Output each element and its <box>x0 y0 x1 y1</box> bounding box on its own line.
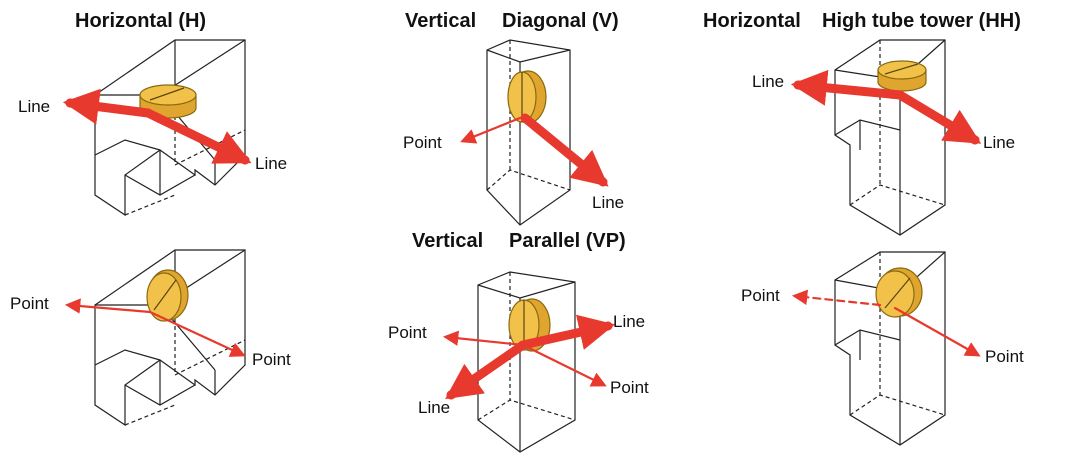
title-horizontal-word: Horizontal <box>703 10 801 32</box>
vp-arrow-right-top <box>518 314 616 350</box>
h-bottom-arrow-right <box>148 310 246 357</box>
label-h-top-right: Line <box>255 154 288 173</box>
h-top-arrow-left <box>62 88 153 125</box>
v-block <box>486 39 571 226</box>
label-hh-top-left: Line <box>752 72 785 91</box>
vp-arrow-right-bottom <box>521 343 607 387</box>
h-bottom-lens <box>146 269 189 322</box>
hh-bottom-arrow-right <box>893 306 981 357</box>
label-v-right: Line <box>592 193 625 212</box>
hh-top-arrow-right <box>895 90 982 145</box>
v-lens <box>507 70 547 124</box>
v-arrow-right <box>520 113 609 187</box>
title-parallel-vp: Parallel (VP) <box>509 230 626 252</box>
title-vertical-word: Vertical <box>405 10 477 32</box>
label-vp-left-top: Point <box>388 323 427 342</box>
title-diagonal-v: Diagonal (V) <box>502 10 619 32</box>
hh-top-lens <box>877 60 927 92</box>
h-top-arrow-right <box>143 108 252 165</box>
label-vp-left-bottom: Line <box>418 398 451 417</box>
label-h-bottom-left: Point <box>10 294 49 313</box>
vp-arrow-left-bottom <box>445 340 528 400</box>
hh-top-arrow-left <box>790 69 905 106</box>
label-h-top-left: Line <box>18 97 51 116</box>
label-hh-bottom-right: Point <box>985 347 1024 366</box>
label-vp-right-bottom: Point <box>610 378 649 397</box>
label-hh-bottom-left: Point <box>741 286 780 305</box>
v-arrow-left <box>460 116 522 144</box>
title-horizontal-h: Horizontal (H) <box>75 10 207 32</box>
hh-bottom-lens <box>875 267 923 318</box>
h-bottom-arrow-left <box>64 298 152 314</box>
title-high-tube-tower-hh: High tube tower (HH) <box>822 10 1021 32</box>
hh-bottom-arrow-left <box>791 289 882 307</box>
label-v-left: Point <box>403 133 442 152</box>
label-vp-right-top: Line <box>613 312 646 331</box>
label-h-bottom-right: Point <box>252 350 291 369</box>
vp-arrow-left-top <box>442 330 525 347</box>
title-vertical-word-2: Vertical <box>412 230 484 252</box>
label-hh-top-right: Line <box>983 133 1016 152</box>
h-bottom-block <box>94 249 246 427</box>
